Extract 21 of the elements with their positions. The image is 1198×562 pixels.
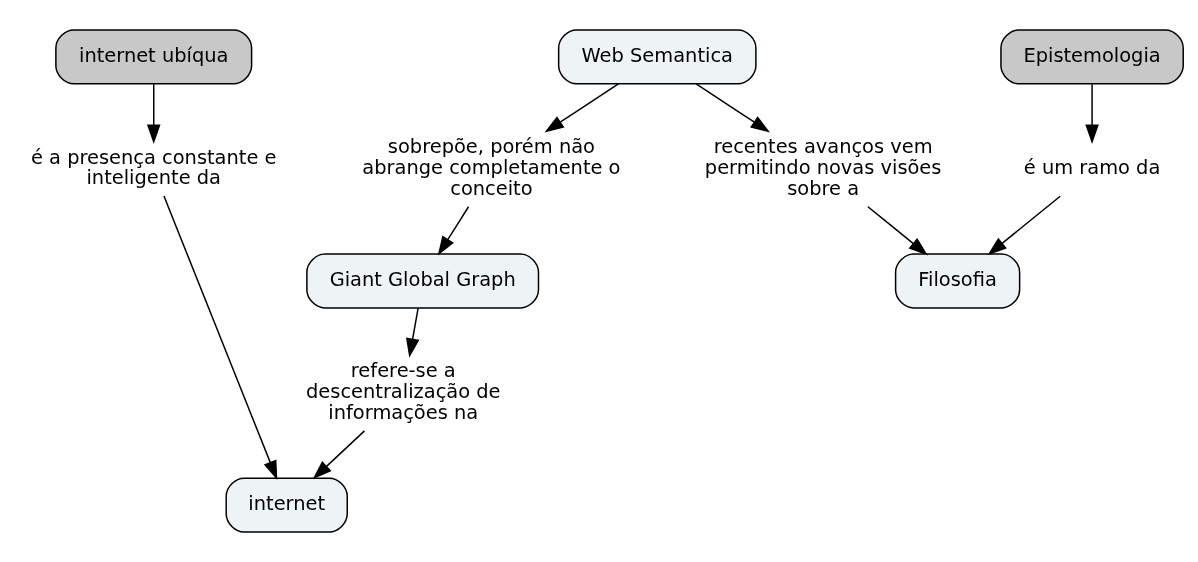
node-text: recentes avanços vem permitindo novas visões sobre a [704,135,942,200]
arrow [437,206,470,256]
node-box: internet ubíqua [55,29,253,85]
node-box: Web Semantica [557,29,757,85]
node-box: internet [225,477,348,533]
arrow [146,83,161,145]
node-text: é a presença constante e inteligente da [31,145,277,190]
arrow [163,195,278,481]
node-text: sobrepõe, porém não abrange completamente o conceito [362,135,621,200]
node-box: Epistemologia [1000,29,1184,85]
arrow [1085,83,1099,145]
arrow [312,430,366,480]
node-box: Giant Global Graph [306,253,540,309]
arrow [867,206,928,256]
node-box: Filosofia [894,253,1021,309]
arrow [406,307,420,358]
arrow [544,83,620,133]
node-text: é um ramo da [1023,156,1161,180]
arrow [695,83,771,133]
node-text: refere-se a descentralização de informações na [306,359,501,425]
arrow [987,195,1061,256]
